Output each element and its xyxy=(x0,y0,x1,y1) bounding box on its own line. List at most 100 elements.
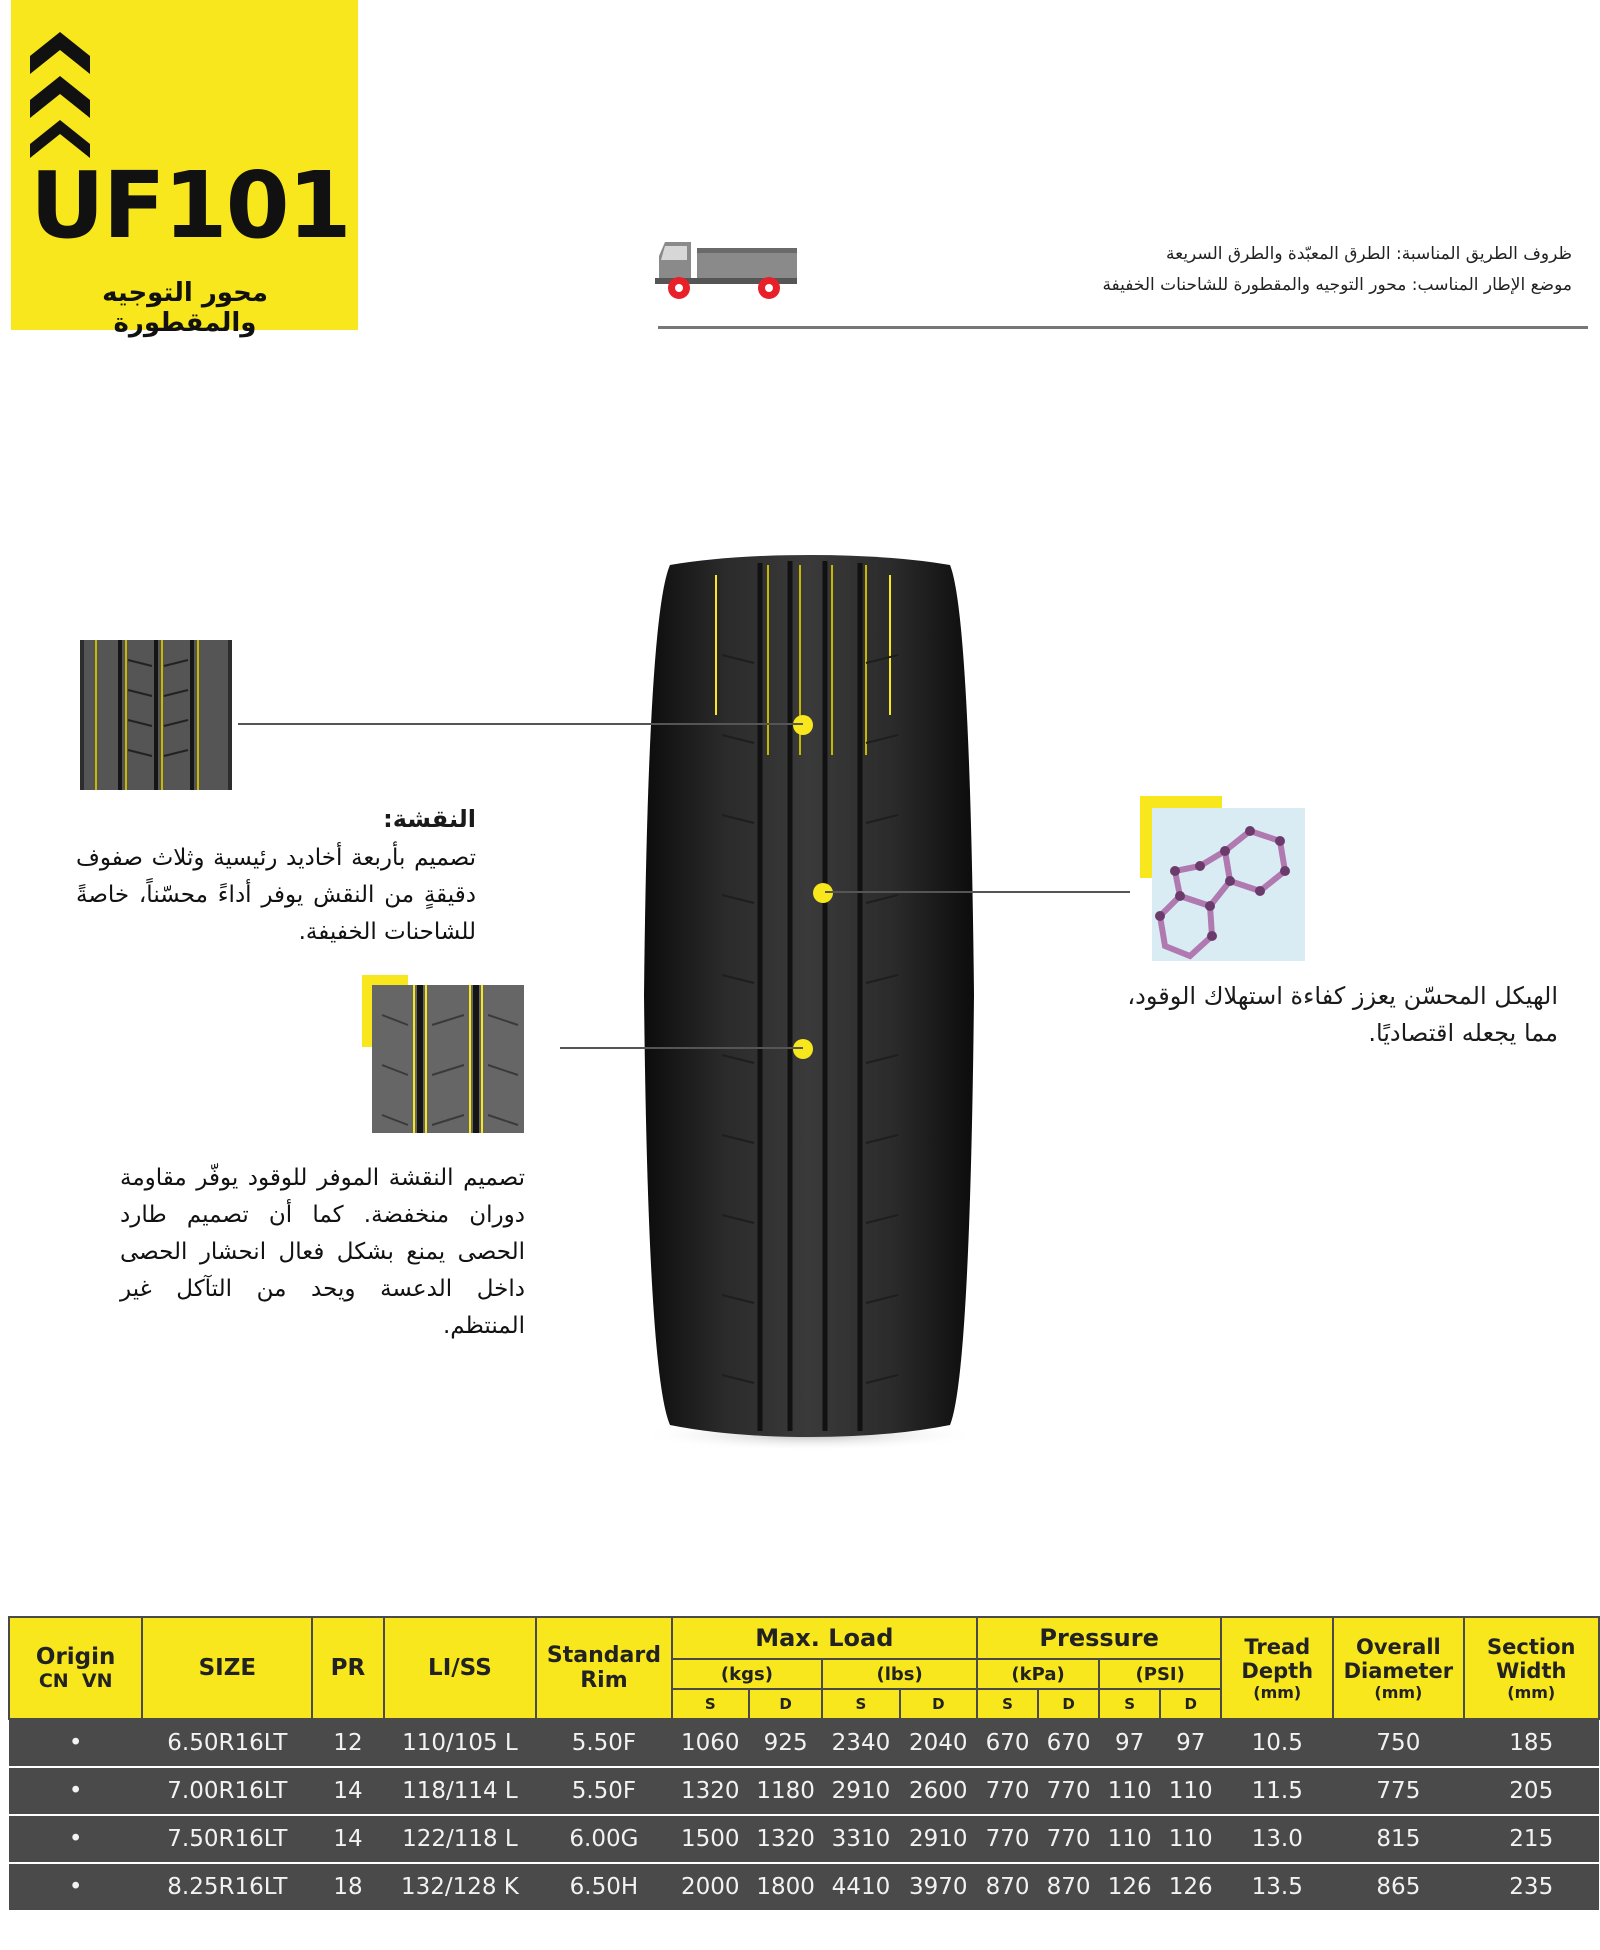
col-origin: Origin CN VN xyxy=(7,1616,144,1720)
pattern-title: النقشة: xyxy=(383,805,476,833)
pattern-description: تصميم بأربعة أخاديد رئيسية وثلاث صفوف دق… xyxy=(76,845,476,945)
leader-line-casing xyxy=(825,891,1130,893)
col-tread: Tread Depth (mm) xyxy=(1220,1616,1335,1720)
col-kgs: (kgs) xyxy=(670,1658,824,1690)
cell-kgs-d: 1320 xyxy=(748,1815,823,1864)
cell-psi-d: 126 xyxy=(1160,1863,1222,1912)
cell-tread: 11.5 xyxy=(1221,1767,1334,1816)
cell-tread: 10.5 xyxy=(1221,1719,1334,1768)
cell-lbs-s: 2340 xyxy=(822,1719,900,1768)
cell-pr: 14 xyxy=(312,1815,384,1864)
cell-psi-s: 110 xyxy=(1099,1767,1161,1816)
cell-width: 235 xyxy=(1463,1863,1599,1912)
cell-kgs-d: 925 xyxy=(748,1719,823,1768)
tire-image xyxy=(640,555,980,1451)
col-width: Section Width (mm) xyxy=(1462,1616,1600,1720)
cell-kpa-d: 770 xyxy=(1038,1815,1100,1864)
col-kpa-d: D xyxy=(1037,1688,1101,1720)
cell-size: 6.50R16LT xyxy=(142,1719,313,1768)
cell-liss: 132/128 K xyxy=(383,1863,537,1912)
cell-rim: 6.50H xyxy=(536,1863,672,1912)
casing-description: الهيكل المحسّن يعزز كفاءة استهلاك الوقود… xyxy=(1127,982,1558,1047)
col-lbs-s: S xyxy=(821,1688,901,1720)
cell-lbs-s: 2910 xyxy=(822,1767,900,1816)
cell-pr: 14 xyxy=(312,1767,384,1816)
origin-label: Origin xyxy=(35,1644,116,1670)
chevron-up-icon xyxy=(30,32,90,158)
cell-lbs-d: 2600 xyxy=(899,1767,977,1816)
cell-kgs-d: 1180 xyxy=(748,1767,823,1816)
leader-line-pattern xyxy=(238,723,803,725)
cell-origin: • xyxy=(9,1719,143,1768)
cell-size: 8.25R16LT xyxy=(142,1863,313,1912)
width-label: Section Width xyxy=(1487,1634,1576,1683)
col-kpa-s: S xyxy=(975,1688,1040,1720)
cell-diameter: 750 xyxy=(1333,1719,1464,1768)
col-lbs: (lbs) xyxy=(821,1658,978,1690)
cell-diameter: 815 xyxy=(1333,1815,1464,1864)
cell-origin: • xyxy=(9,1863,143,1912)
col-diameter: Overall Diameter (mm) xyxy=(1332,1616,1465,1720)
cell-psi-s: 126 xyxy=(1099,1863,1161,1912)
cell-tread: 13.0 xyxy=(1221,1815,1334,1864)
cell-lbs-s: 4410 xyxy=(822,1863,900,1912)
cell-size: 7.00R16LT xyxy=(142,1767,313,1816)
cell-width: 185 xyxy=(1463,1719,1599,1768)
cell-kgs-s: 1320 xyxy=(671,1767,749,1816)
badge-subtitle: محور التوجيه والمقطورة xyxy=(102,278,268,338)
road-conditions: ظروف الطريق المناسبة: الطرق المعبّدة وال… xyxy=(1166,244,1572,264)
cell-origin: • xyxy=(9,1767,143,1816)
cell-pr: 18 xyxy=(312,1863,384,1912)
cell-kpa-s: 770 xyxy=(976,1815,1039,1864)
cell-pr: 12 xyxy=(312,1719,384,1768)
col-rim: Standard Rim xyxy=(535,1616,673,1720)
cell-liss: 110/105 L xyxy=(383,1719,537,1768)
col-pressure: Pressure xyxy=(975,1616,1223,1660)
cell-liss: 118/114 L xyxy=(383,1767,537,1816)
col-psi-d: D xyxy=(1159,1688,1223,1720)
col-kgs-s: S xyxy=(670,1688,750,1720)
model-name: UF101 xyxy=(30,152,352,259)
cell-lbs-s: 3310 xyxy=(822,1815,900,1864)
cell-psi-d: 110 xyxy=(1160,1767,1222,1816)
tread-unit: (mm) xyxy=(1253,1682,1302,1702)
col-psi-s: S xyxy=(1098,1688,1162,1720)
cell-tread: 13.5 xyxy=(1221,1863,1334,1912)
col-pr: PR xyxy=(311,1616,385,1720)
diameter-label: Overall Diameter xyxy=(1343,1634,1454,1683)
cell-rim: 5.50F xyxy=(536,1719,672,1768)
col-max-load: Max. Load xyxy=(670,1616,978,1660)
fuel-saving-tread-image xyxy=(362,975,524,1133)
spec-table: Origin CN VN SIZE PR LI/SS Standard Rim … xyxy=(7,1616,1600,1912)
truck-icon xyxy=(655,242,797,299)
cell-rim: 6.00G xyxy=(536,1815,672,1864)
tread-label: Tread Depth xyxy=(1241,1634,1314,1683)
cell-kpa-d: 870 xyxy=(1038,1863,1100,1912)
cell-width: 205 xyxy=(1463,1767,1599,1816)
cell-lbs-d: 2040 xyxy=(899,1719,977,1768)
cell-psi-d: 97 xyxy=(1160,1719,1222,1768)
header-divider xyxy=(658,326,1588,329)
cell-kgs-d: 1800 xyxy=(748,1863,823,1912)
col-liss: LI/SS xyxy=(382,1616,538,1720)
casing-structure-image xyxy=(1140,796,1305,961)
leader-line-fuel xyxy=(560,1047,803,1049)
cell-kpa-s: 670 xyxy=(976,1719,1039,1768)
cell-liss: 122/118 L xyxy=(383,1815,537,1864)
width-unit: (mm) xyxy=(1507,1682,1556,1702)
cell-psi-d: 110 xyxy=(1160,1815,1222,1864)
cell-kpa-d: 770 xyxy=(1038,1767,1100,1816)
col-size: SIZE xyxy=(141,1616,314,1720)
cell-kgs-s: 1500 xyxy=(671,1815,749,1864)
cell-kgs-s: 2000 xyxy=(671,1863,749,1912)
cell-origin: • xyxy=(9,1815,143,1864)
col-kgs-d: D xyxy=(747,1688,824,1720)
tread-pattern-image xyxy=(80,640,232,790)
cell-diameter: 865 xyxy=(1333,1863,1464,1912)
wheel-position: موضع الإطار المناسب: محور التوجيه والمقط… xyxy=(1102,275,1572,295)
cell-kpa-s: 870 xyxy=(976,1863,1039,1912)
